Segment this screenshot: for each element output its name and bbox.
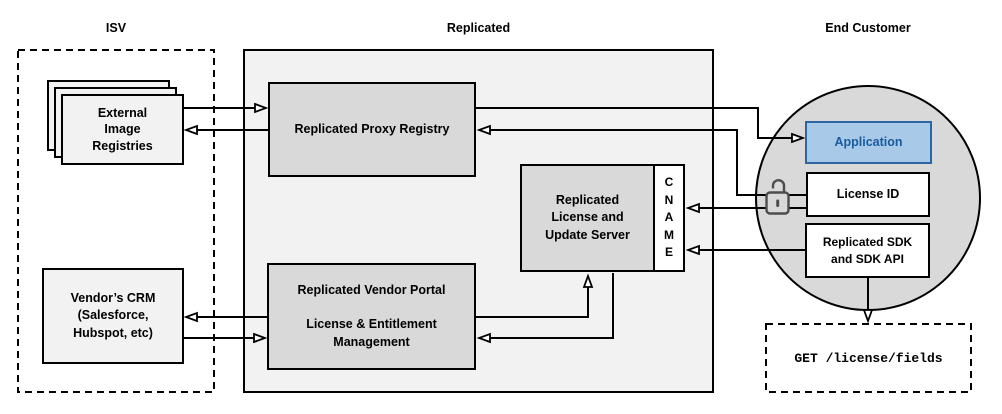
node-get-license-fields: GET /license/fields xyxy=(794,350,943,366)
section-title-replicated: Replicated xyxy=(446,21,511,35)
vendor-portal-title: Replicated Vendor Portal xyxy=(297,283,446,298)
node-vendors-crm: Vendor’s CRM (Salesforce, Hubspot, etc) xyxy=(42,268,184,364)
node-proxy-registry: Replicated Proxy Registry xyxy=(268,82,476,177)
node-vendor-portal: Replicated Vendor Portal License & Entit… xyxy=(267,263,476,370)
node-external-image-registries: External Image Registries xyxy=(61,94,184,165)
node-license-id: License ID xyxy=(806,172,930,217)
node-cname: C N A M E xyxy=(653,164,685,272)
node-license-update-server: Replicated License and Update Server xyxy=(520,164,655,272)
node-replicated-sdk: Replicated SDK and SDK API xyxy=(805,223,930,278)
node-application: Application xyxy=(805,121,932,164)
section-title-end-customer: End Customer xyxy=(825,21,911,35)
section-title-isv: ISV xyxy=(105,21,127,35)
vendor-portal-subtitle: License & Entitlement Management xyxy=(306,317,437,349)
